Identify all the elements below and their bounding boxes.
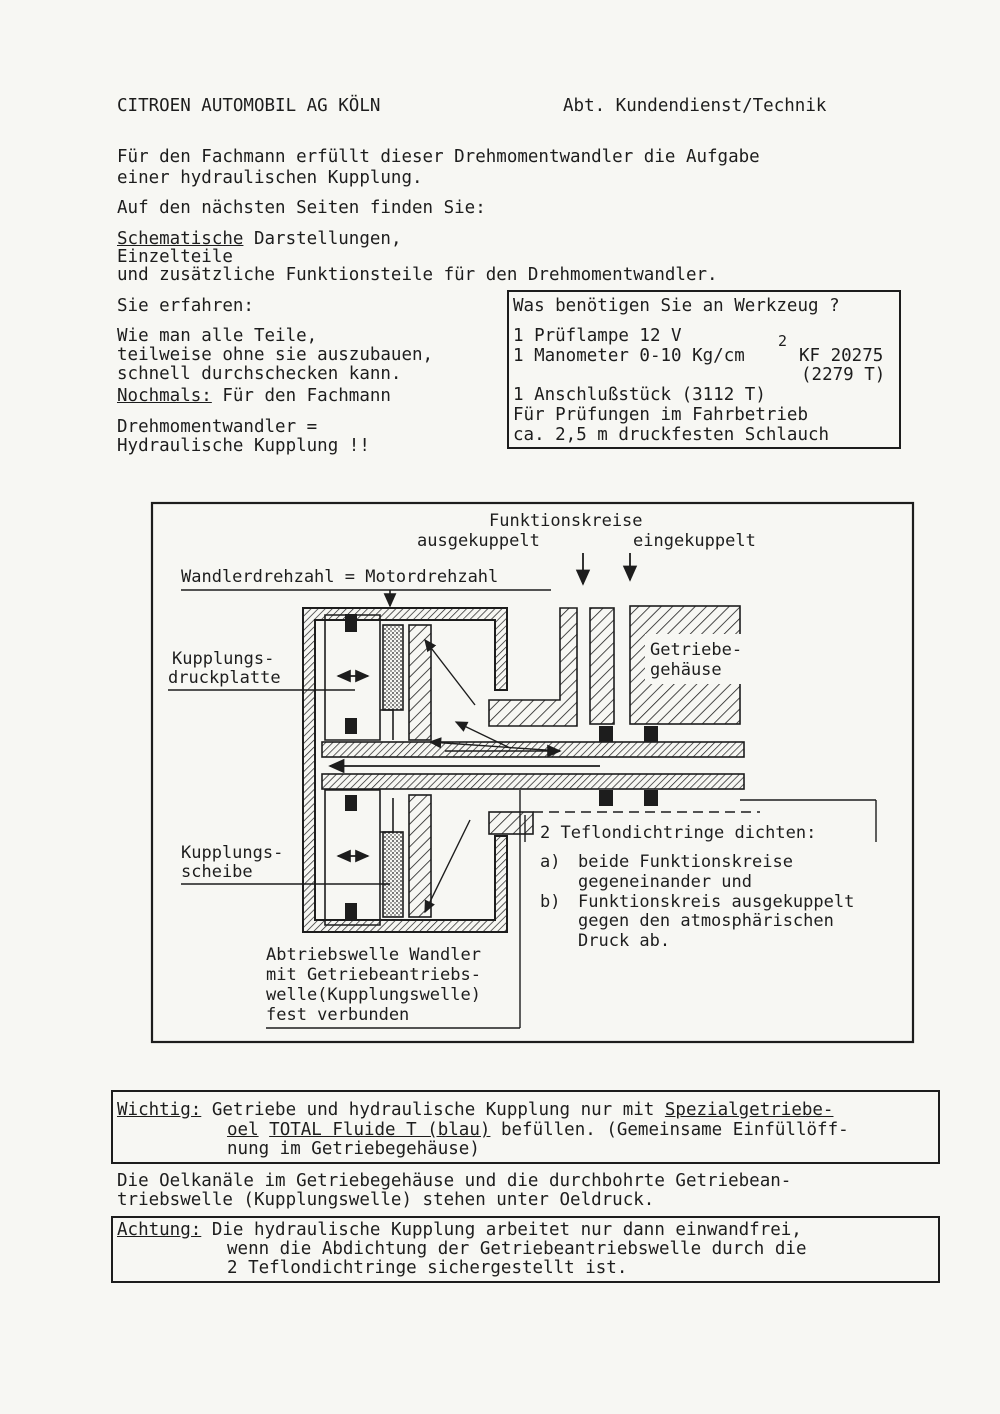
- turbine-top: [408, 624, 432, 741]
- label-druckplatte-1: Kupplungs-: [172, 649, 275, 669]
- attention-line-1: Achtung: Die hydraulische Kupplung arbei…: [117, 1220, 802, 1240]
- important-line-1: Wichtig: Getriebe und hydraulische Kuppl…: [117, 1100, 833, 1120]
- label-funktionskreise: Funktionskreise: [489, 511, 643, 531]
- label-b-line-1: Funktionskreis ausgekuppelt: [578, 892, 855, 912]
- oil-note-line-1: Die Oelkanäle im Getriebegehäuse und die…: [117, 1171, 792, 1191]
- tools-item-2-ref: KF 20275: [799, 346, 884, 366]
- equation-line-2: Hydraulische Kupplung !!: [117, 436, 370, 456]
- clutch-lining-top: [382, 624, 404, 711]
- stator: [488, 607, 578, 727]
- important-line-1a: Getriebe und hydraulische Kupplung nur m…: [201, 1100, 665, 1120]
- label-b: b): [540, 892, 561, 912]
- important-line-1b: Spezialgetriebe-: [664, 1100, 834, 1120]
- label-b-line-2: gegen den atmosphärischen: [578, 911, 834, 931]
- label-scheibe-1: Kupplungs-: [181, 843, 284, 863]
- you-learn: Sie erfahren:: [117, 296, 254, 316]
- tools-item-5: ca. 2,5 m druckfesten Schlauch: [513, 425, 830, 445]
- intro-line-2: einer hydraulischen Kupplung.: [117, 168, 423, 188]
- label-wandlerdrehzahl: Wandlerdrehzahl = Motordrehzahl: [181, 567, 499, 587]
- attention-line-2: wenn die Abdichtung der Getriebeantriebs…: [227, 1239, 807, 1259]
- label-abtrieb-3: welle(Kupplungswelle): [266, 985, 481, 1005]
- again-rest: Für den Fachmann: [211, 386, 391, 406]
- seal-1: [599, 726, 613, 742]
- label-b-line-3: Druck ab.: [578, 931, 671, 951]
- label-abtrieb-4: fest verbunden: [266, 1005, 410, 1025]
- important-line-2b: [259, 1120, 270, 1140]
- tools-item-1: 1 Prüflampe 12 V: [513, 326, 682, 346]
- turbine-bottom: [408, 794, 432, 918]
- list-item-1-underlined: Schematische: [117, 229, 244, 249]
- important-line-2d: befüllen. (Gemeinsame Einfüllöff-: [490, 1120, 849, 1140]
- important-line-2: oel TOTAL Fluide T (blau) befüllen. (Gem…: [227, 1120, 849, 1140]
- diagram-frame: [150, 501, 915, 1044]
- equation-line-1: Drehmomentwandler =: [117, 417, 318, 437]
- label-abtrieb-2: mit Getriebeantriebs-: [266, 965, 481, 985]
- again-label: Nochmals:: [117, 386, 212, 406]
- pump-ring: [589, 607, 615, 725]
- list-item-2: Einzelteile: [117, 247, 233, 267]
- how-line-3: schnell durchschecken kann.: [117, 364, 402, 384]
- how-line-1: Wie man alle Teile,: [117, 326, 318, 346]
- piston-seal-top: [345, 614, 357, 632]
- label-scheibe-2: scheibe: [181, 862, 253, 882]
- intro-next-pages: Auf den nächsten Seiten finden Sie:: [117, 198, 486, 218]
- label-ausgekuppelt: ausgekuppelt: [417, 531, 540, 551]
- tools-item-4: Für Prüfungen im Fahrbetrieb: [513, 405, 809, 425]
- label-a: a): [540, 852, 561, 872]
- oil-note-line-2: triebswelle (Kupplungswelle) stehen unte…: [117, 1190, 655, 1210]
- tools-box: [507, 290, 901, 449]
- important-line-3: nung im Getriebegehäuse): [227, 1139, 480, 1159]
- label-druckplatte-2: druckplatte: [168, 668, 281, 688]
- intro-line-1: Für den Fachmann erfüllt dieser Drehmome…: [117, 147, 760, 167]
- important-line-2a: oel: [227, 1120, 259, 1140]
- again-line: Nochmals: Für den Fachmann: [117, 386, 391, 406]
- how-line-2: teilweise ohne sie auszubauen,: [117, 345, 434, 365]
- clutch-lining-bottom: [382, 831, 404, 918]
- attention-box: [111, 1216, 940, 1283]
- label-abtrieb-1: Abtriebswelle Wandler: [266, 945, 481, 965]
- label-teflon: 2 Teflondichtringe dichten:: [540, 823, 817, 843]
- tools-title: Was benötigen Sie an Werkzeug ?: [513, 296, 840, 316]
- list-item-1-rest: Darstellungen,: [243, 229, 402, 249]
- attention-line-3: 2 Teflondichtringe sichergestellt ist.: [227, 1258, 628, 1278]
- attention-label: Achtung:: [117, 1220, 202, 1240]
- important-label: Wichtig:: [117, 1100, 202, 1120]
- label-getriebe-1: Getriebe-: [650, 640, 743, 660]
- tools-item-2-ref2: (2279 T): [801, 365, 886, 385]
- label-eingekuppelt: eingekuppelt: [633, 531, 756, 551]
- label-a-line-2: gegeneinander und: [578, 872, 752, 892]
- important-box: [111, 1090, 940, 1164]
- department: Abt. Kundendienst/Technik: [563, 96, 827, 116]
- tools-item-2: 1 Manometer 0-10 Kg/cm: [513, 346, 745, 366]
- label-getriebe-2: gehäuse: [650, 660, 722, 680]
- label-a-line-1: beide Funktionskreise: [578, 852, 793, 872]
- converter-housing: [302, 607, 508, 933]
- attention-line-1-text: Die hydraulische Kupplung arbeitet nur d…: [201, 1220, 802, 1240]
- tools-item-2-superscript: 2: [778, 332, 788, 350]
- seal-2: [599, 790, 613, 806]
- list-item-1: Schematische Darstellungen,: [117, 229, 401, 249]
- input-shaft: [321, 773, 745, 790]
- tools-item-3: 1 Anschlußstück (3112 T): [513, 385, 766, 405]
- company-name: CITROEN AUTOMOBIL AG KÖLN: [117, 96, 381, 116]
- list-item-3: und zusätzliche Funktionsteile für den D…: [117, 265, 718, 285]
- important-line-2c: TOTAL Fluide T (blau): [269, 1120, 491, 1140]
